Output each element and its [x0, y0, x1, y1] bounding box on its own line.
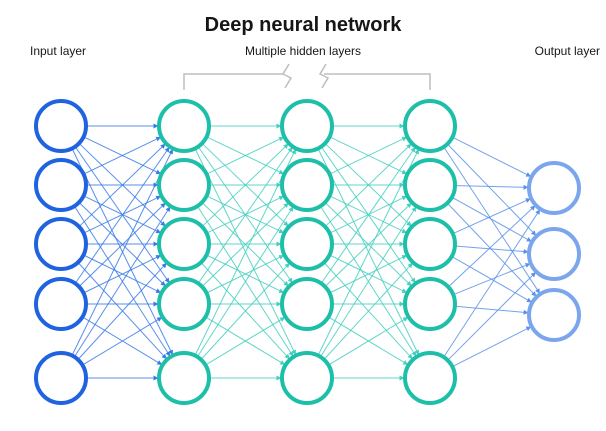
- connections: [71, 123, 541, 381]
- connection-hidden-to-hidden: [323, 262, 413, 360]
- connection-hidden-to-output: [454, 245, 529, 255]
- hidden-neuron: [403, 217, 457, 271]
- input-neuron: [34, 277, 88, 331]
- hidden-neuron: [280, 277, 334, 331]
- input-neuron: [34, 99, 88, 153]
- connection-hidden-to-hidden: [329, 254, 408, 294]
- connection-hidden-to-hidden: [201, 202, 289, 287]
- connection-input-to-hidden: [78, 202, 166, 287]
- connection-input-to-hidden: [73, 206, 171, 358]
- hidden-neuron: [280, 158, 334, 212]
- connection-hidden-to-hidden: [196, 206, 294, 358]
- connection-hidden-to-hidden: [328, 316, 409, 366]
- hidden-neuron: [280, 217, 334, 271]
- connection-hidden-to-hidden: [200, 262, 290, 360]
- connection-hidden-to-output: [452, 326, 532, 368]
- connection-hidden-to-output: [452, 198, 531, 235]
- diagram-title: Deep neural network: [204, 14, 402, 36]
- hidden-neuron: [403, 99, 457, 153]
- connection-hidden-to-hidden: [194, 148, 297, 356]
- connection-input-to-hidden: [74, 146, 170, 284]
- connection-input-to-hidden: [82, 316, 163, 366]
- hidden-neuron: [403, 277, 457, 331]
- connection-hidden-to-hidden: [317, 148, 420, 356]
- connection-hidden-to-hidden: [329, 136, 408, 175]
- connection-hidden-to-output: [451, 196, 532, 242]
- hidden-neuron: [403, 158, 457, 212]
- connection-hidden-to-hidden: [320, 146, 416, 284]
- connection-hidden-to-hidden: [206, 195, 285, 234]
- connection-hidden-to-output: [454, 184, 529, 190]
- connection-hidden-to-hidden: [197, 146, 293, 284]
- connection-hidden-to-hidden: [324, 143, 412, 228]
- connection-hidden-to-hidden: [206, 254, 285, 294]
- connection-hidden-to-hidden: [200, 262, 290, 360]
- input-neuron: [34, 351, 88, 405]
- bracket-break-right: [318, 63, 330, 89]
- bracket-break-left: [281, 63, 293, 89]
- connection-hidden-to-output: [447, 205, 536, 288]
- connection-hidden-to-output: [454, 305, 529, 315]
- connection-input-to-hidden: [77, 262, 167, 360]
- input-neuron: [34, 158, 88, 212]
- hidden-neuron: [157, 99, 211, 153]
- connection-hidden-to-output: [447, 272, 536, 361]
- connection-input-to-hidden: [83, 254, 162, 294]
- connection-hidden-to-output: [443, 209, 541, 358]
- hidden-neuron: [280, 99, 334, 153]
- hidden-neuron: [157, 158, 211, 212]
- connection-input-to-hidden: [83, 136, 162, 175]
- connection-hidden-to-output: [447, 143, 537, 236]
- connection-input-to-hidden: [83, 195, 162, 234]
- hidden-layers-bracket: [183, 63, 431, 90]
- input-layer-label: Input layer: [30, 44, 87, 58]
- connection-hidden-to-output: [443, 146, 541, 294]
- output-neuron: [527, 227, 581, 281]
- bracket-line: [183, 73, 431, 90]
- hidden-layers-label: Multiple hidden layers: [244, 44, 362, 58]
- hidden-neuron: [157, 351, 211, 405]
- output-neuron: [527, 288, 581, 342]
- connection-hidden-to-hidden: [323, 262, 413, 360]
- connection-hidden-to-hidden: [205, 316, 286, 366]
- connection-hidden-to-hidden: [324, 202, 412, 287]
- hidden-neuron: [403, 351, 457, 405]
- neurons: [34, 99, 581, 405]
- input-neuron: [34, 217, 88, 271]
- connection-hidden-to-hidden: [319, 206, 417, 358]
- connection-hidden-to-hidden: [206, 136, 285, 175]
- connection-input-to-hidden: [71, 148, 174, 356]
- connection-input-to-hidden: [77, 262, 167, 360]
- connection-hidden-to-hidden: [329, 195, 408, 234]
- connection-hidden-to-output: [453, 263, 531, 296]
- output-neuron: [527, 161, 581, 215]
- connection-hidden-to-output: [452, 136, 532, 177]
- output-layer-label: Output layer: [534, 44, 600, 58]
- connection-hidden-to-hidden: [201, 143, 289, 228]
- hidden-neuron: [157, 217, 211, 271]
- hidden-neuron: [157, 277, 211, 331]
- connection-input-to-hidden: [78, 143, 166, 228]
- connection-hidden-to-output: [446, 202, 537, 297]
- hidden-neuron: [280, 351, 334, 405]
